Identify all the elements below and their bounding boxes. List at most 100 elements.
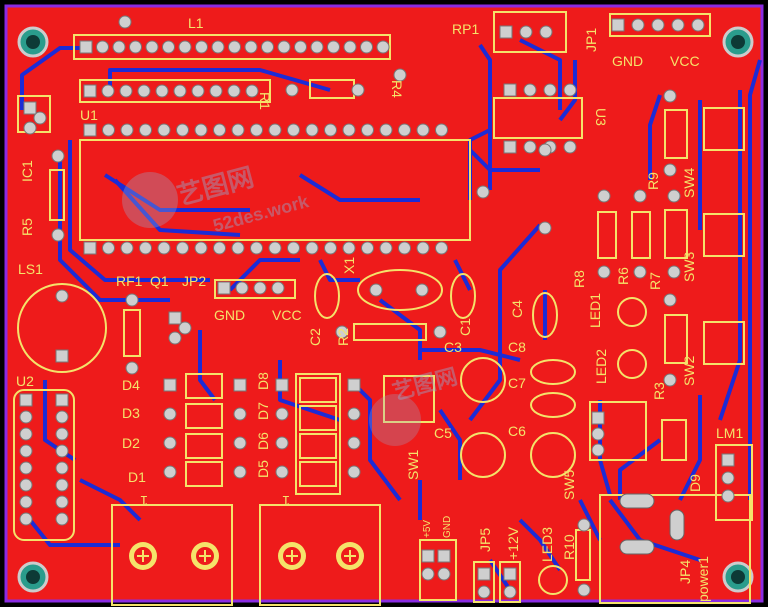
label-SW3: SW3 (681, 251, 697, 282)
pad (437, 549, 451, 563)
label-LM1: LM1 (716, 425, 743, 441)
pad (310, 40, 324, 54)
pad (342, 123, 356, 137)
pad (477, 585, 491, 599)
label-vcc-top: VCC (670, 53, 700, 69)
pad (347, 465, 361, 479)
label-U1: U1 (80, 107, 98, 123)
pad (577, 518, 591, 532)
pad (351, 83, 365, 97)
pad (163, 407, 177, 421)
pad (663, 373, 677, 387)
pad (125, 293, 139, 307)
label-U3: U3 (593, 108, 609, 126)
pad (633, 265, 647, 279)
pad (543, 83, 557, 97)
pad (102, 123, 115, 137)
pad (268, 241, 282, 255)
label-SW5: SW5 (561, 469, 577, 500)
pad (194, 241, 208, 255)
pad (233, 465, 247, 479)
pad (119, 84, 133, 98)
pad (324, 241, 337, 255)
label-C8: C8 (508, 339, 526, 355)
label-D6: D6 (255, 432, 271, 450)
label-D7: D7 (255, 402, 271, 420)
pad (577, 583, 591, 597)
label-SW2: SW2 (681, 355, 697, 386)
pad (233, 378, 247, 392)
label-LED3: LED3 (539, 527, 555, 562)
label-C6: C6 (508, 423, 526, 439)
pad (597, 265, 611, 279)
pad (231, 123, 245, 137)
pad (55, 461, 69, 475)
pad (633, 189, 647, 203)
pad (125, 361, 139, 375)
pad (176, 123, 189, 137)
pad (538, 221, 552, 235)
label-IC1: IC1 (19, 160, 35, 182)
pad (233, 436, 247, 450)
pad (347, 407, 361, 421)
pad (421, 549, 435, 563)
pad (244, 40, 258, 54)
pad (393, 68, 407, 82)
pad (361, 241, 374, 255)
pad (275, 378, 289, 392)
label-R10: R10 (561, 534, 577, 560)
pad (335, 325, 349, 339)
pad (235, 281, 249, 295)
pad (503, 83, 517, 97)
pad (347, 436, 361, 450)
label-JP1: JP1 (583, 28, 599, 52)
label-LED2: LED2 (593, 349, 609, 384)
pad (667, 189, 681, 203)
label-D5: D5 (255, 460, 271, 478)
pad (250, 241, 263, 255)
pad (83, 241, 97, 255)
pad (721, 453, 735, 467)
pad (55, 349, 69, 363)
pad (137, 84, 151, 98)
pad (23, 101, 37, 115)
pad (261, 40, 274, 54)
pad (294, 40, 307, 54)
pad (163, 465, 177, 479)
label-R7: R7 (647, 272, 663, 290)
label-R5: R5 (19, 218, 35, 236)
pad (342, 241, 356, 255)
pad (415, 283, 429, 297)
label-C3: C3 (444, 339, 462, 355)
label-R8: R8 (571, 270, 587, 288)
pad (379, 123, 393, 137)
pad (19, 461, 33, 475)
pad (437, 567, 451, 581)
pad (360, 40, 373, 54)
pad (79, 40, 93, 54)
pad (101, 84, 115, 98)
pad (83, 84, 97, 98)
label-D8: D8 (255, 372, 271, 390)
pad (173, 84, 187, 98)
pad (523, 83, 537, 97)
pad (379, 241, 393, 255)
pad (435, 123, 448, 137)
pad (671, 18, 685, 32)
pad (523, 140, 537, 154)
label-U2: U2 (16, 373, 34, 389)
label-D2: D2 (122, 435, 140, 451)
pad (503, 585, 517, 599)
pad (721, 471, 735, 485)
pad (120, 241, 134, 255)
pad (477, 567, 491, 581)
pad (499, 25, 513, 39)
pad (213, 123, 226, 137)
pad (245, 84, 259, 98)
pad (361, 123, 374, 137)
pad (194, 123, 208, 137)
label-C2: C2 (307, 328, 323, 346)
label-R6: R6 (615, 267, 631, 285)
pad (231, 241, 245, 255)
pad (271, 281, 285, 295)
